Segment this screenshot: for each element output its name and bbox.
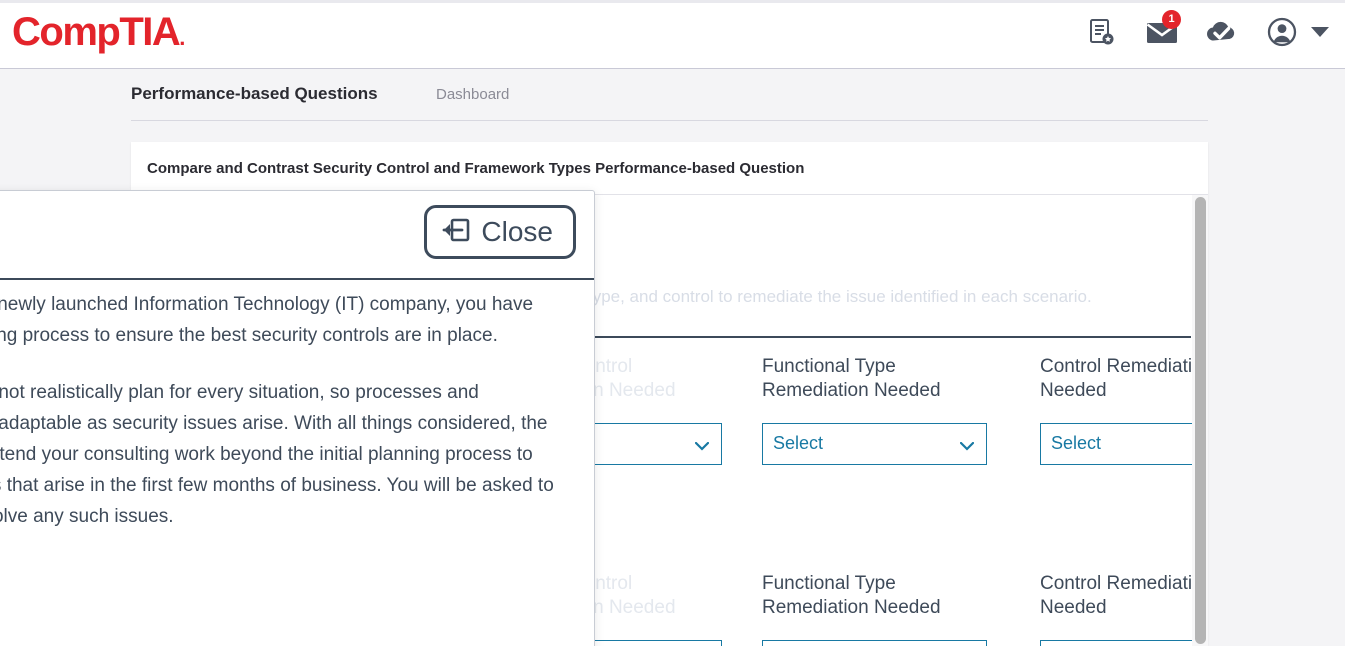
close-button-label: Close — [481, 216, 553, 247]
exit-arrow-icon — [441, 216, 471, 249]
comptia-logo[interactable]: CompTIA. — [12, 10, 185, 59]
control-remediation-select[interactable]: Select — [1040, 423, 1208, 465]
functional-type-select[interactable]: Select — [762, 423, 987, 465]
document-star-icon[interactable] — [1085, 15, 1119, 49]
question-card-header: Compare and Contrast Security Control an… — [131, 142, 1208, 195]
functional-type-select[interactable]: Select — [762, 640, 987, 646]
select-value: Select — [773, 433, 824, 453]
scenario-paragraph: However, an organization cannot realisti… — [0, 382, 554, 527]
scenario-modal-header: Scenario Close — [0, 191, 594, 279]
chevron-down-icon — [959, 438, 975, 456]
column-label: Functional Type Remediation Needed — [762, 356, 941, 401]
column-label: Functional Type Remediation Needed — [762, 573, 941, 618]
column-label: Control Remediation Needed — [1040, 573, 1208, 618]
chevron-down-icon[interactable] — [1311, 27, 1329, 37]
page-tab-bar: Performance-based Questions Dashboard — [131, 76, 1208, 121]
envelope-badge-count: 1 — [1162, 10, 1181, 29]
top-icon-group: 1 — [1085, 10, 1329, 49]
instructions-divider — [147, 336, 1191, 338]
select-value: Select — [1051, 433, 1102, 453]
logo-text: CompTIA — [12, 10, 181, 54]
scenario-modal-body: As a security consultant for a newly lau… — [0, 289, 574, 558]
control-remediation-select[interactable]: Select — [1040, 640, 1208, 646]
column-label: Control Remediation Needed — [1040, 356, 1208, 401]
logo-registered-dot: . — [179, 25, 185, 50]
tab-performance-based-questions[interactable]: Performance-based Questions — [131, 84, 378, 103]
column-control-remediation: Control Remediation Needed Select — [1040, 355, 1208, 465]
column-functional-type: Functional Type Remediation Needed Selec… — [762, 572, 994, 646]
cloud-check-icon[interactable] — [1205, 15, 1239, 49]
column-control-remediation: Control Remediation Needed Select — [1040, 572, 1208, 646]
column-functional-type: Functional Type Remediation Needed Selec… — [762, 355, 994, 465]
scrollbar-thumb[interactable] — [1195, 197, 1206, 644]
chevron-down-icon — [694, 438, 710, 456]
envelope-icon[interactable]: 1 — [1145, 10, 1181, 49]
close-button[interactable]: Close — [424, 205, 576, 259]
tab-dashboard[interactable]: Dashboard — [436, 86, 510, 103]
user-avatar-icon[interactable] — [1265, 15, 1299, 49]
scenario-modal-divider — [0, 278, 594, 280]
scenario-modal: Scenario Close As a security consultant … — [0, 190, 595, 646]
card-vertical-scrollbar[interactable] — [1192, 195, 1208, 646]
scenario-paragraph: As a security consultant for a newly lau… — [0, 294, 534, 346]
question-card-title: Compare and Contrast Security Control an… — [147, 159, 805, 177]
top-navigation-bar: CompTIA. 1 — [0, 0, 1345, 69]
